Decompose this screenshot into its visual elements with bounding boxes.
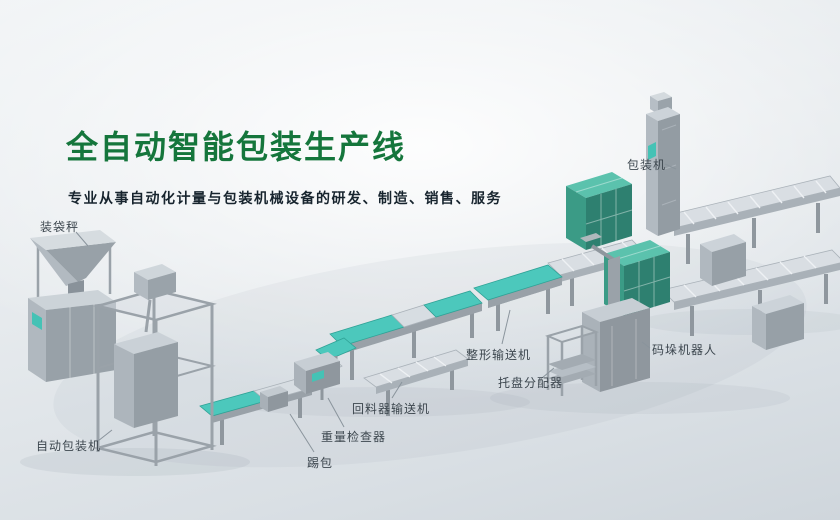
return-roller-conveyor bbox=[363, 349, 469, 416]
packing-machine-tower bbox=[646, 92, 680, 236]
pallet bbox=[548, 354, 596, 370]
pallet bbox=[548, 361, 596, 377]
label-bagging-scale: 装袋秤 bbox=[40, 220, 80, 234]
robot-gripper bbox=[580, 233, 602, 242]
hopper-funnel bbox=[30, 230, 116, 250]
tower-display-screen bbox=[648, 142, 656, 160]
incline-belt-conveyor bbox=[329, 290, 483, 380]
auto-packing-machine-structure bbox=[93, 264, 217, 466]
label-pallet-distributor: 托盘分配器 bbox=[498, 376, 564, 390]
callout-lines bbox=[75, 163, 677, 453]
shaping-conveyor-machine bbox=[473, 264, 563, 331]
pallet-distributor-machine bbox=[545, 324, 599, 396]
box-stack-upper bbox=[566, 172, 633, 250]
label-weight-checker: 重量检查器 bbox=[321, 430, 387, 444]
label-shaping-conveyor: 整形输送机 bbox=[466, 348, 532, 362]
label-return-conveyor: 回料器输送机 bbox=[352, 402, 431, 416]
page-title: 全自动智能包装生产线 bbox=[66, 129, 407, 165]
right-auxiliary-machines bbox=[700, 234, 804, 350]
label-auto-packing-machine: 自动包装机 bbox=[36, 439, 102, 453]
kick-bag-device bbox=[260, 386, 288, 412]
scale-display-screen bbox=[32, 312, 42, 330]
robot-arm bbox=[590, 244, 616, 262]
pallet bbox=[548, 368, 596, 384]
page-subtitle: 专业从事自动化计量与包装机械设备的研发、制造、销售、服务 bbox=[68, 190, 502, 206]
robot-mast bbox=[608, 256, 620, 314]
checker-display-screen bbox=[312, 370, 324, 382]
label-kick-bag: 踢包 bbox=[307, 456, 334, 470]
weight-checker-machine bbox=[294, 352, 340, 394]
label-palletizing-robot: 码垛机器人 bbox=[652, 343, 718, 357]
label-packing-machine: 包装机 bbox=[627, 158, 667, 172]
